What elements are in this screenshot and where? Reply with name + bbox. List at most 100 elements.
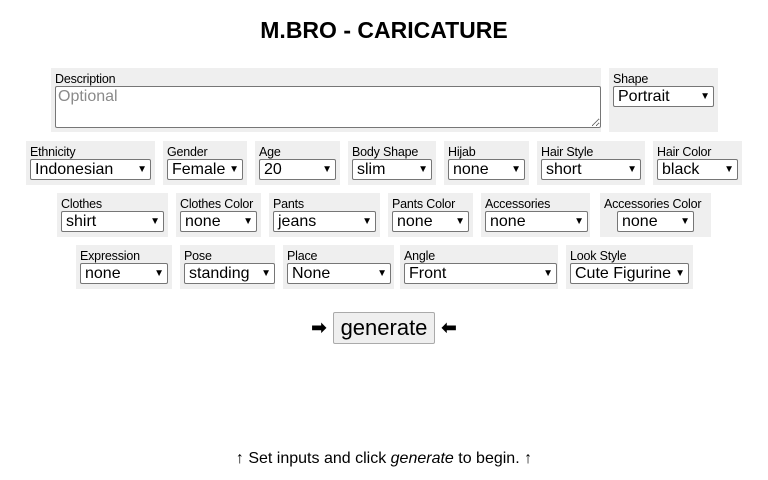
chevron-down-icon: ▼ xyxy=(418,164,428,175)
body-shape-label: Body Shape xyxy=(352,145,419,159)
chevron-down-icon: ▼ xyxy=(574,216,584,227)
accessories-value: none xyxy=(490,212,526,230)
arrow-right-icon: ➡ xyxy=(311,317,327,338)
pose-label: Pose xyxy=(184,249,212,263)
place-value: None xyxy=(292,264,331,282)
ethnicity-value: Indonesian xyxy=(35,160,114,178)
chevron-down-icon: ▼ xyxy=(543,268,553,279)
look-style-select[interactable]: Cute Figurine▼ xyxy=(570,263,689,284)
accessories-label: Accessories xyxy=(485,197,551,211)
chevron-down-icon: ▼ xyxy=(362,216,372,227)
chevron-down-icon: ▼ xyxy=(150,216,160,227)
chevron-down-icon: ▼ xyxy=(243,216,253,227)
description-group: Description xyxy=(51,68,601,132)
shape-group: Shape Portrait ▼ xyxy=(609,68,718,132)
angle-label: Angle xyxy=(404,249,435,263)
pants-color-value: none xyxy=(397,212,433,230)
clothes-value: shirt xyxy=(66,212,97,230)
chevron-down-icon: ▼ xyxy=(137,164,147,175)
accessories-color-select[interactable]: none ▼ xyxy=(617,211,694,232)
ethnicity-label: Ethnicity xyxy=(30,145,76,159)
hair-style-label: Hair Style xyxy=(541,145,594,159)
shape-label: Shape xyxy=(613,72,649,86)
description-label: Description xyxy=(55,72,116,86)
hair-color-value: black xyxy=(662,160,700,178)
look-style-value: Cute Figurine xyxy=(575,264,672,282)
gender-label: Gender xyxy=(167,145,208,159)
shape-value: Portrait xyxy=(618,87,670,105)
body-shape-value: slim xyxy=(357,160,386,178)
description-input[interactable] xyxy=(55,86,601,128)
place-label: Place xyxy=(287,249,318,263)
expression-value: none xyxy=(85,264,121,282)
pants-label: Pants xyxy=(273,197,304,211)
chevron-down-icon: ▼ xyxy=(511,164,521,175)
arrow-left-icon: ⬅ xyxy=(441,317,457,338)
chevron-down-icon: ▼ xyxy=(154,268,164,279)
chevron-down-icon: ▼ xyxy=(377,268,387,279)
clothes-color-select[interactable]: none ▼ xyxy=(180,211,257,232)
angle-select[interactable]: Front ▼ xyxy=(404,263,557,284)
chevron-down-icon: ▼ xyxy=(700,91,710,102)
clothes-select[interactable]: shirt ▼ xyxy=(61,211,164,232)
hijab-select[interactable]: none ▼ xyxy=(448,159,525,180)
accessories-color-value: none xyxy=(622,212,658,230)
hair-style-value: short xyxy=(546,160,582,178)
hijab-value: none xyxy=(453,160,489,178)
age-value: 20 xyxy=(264,160,282,178)
ethnicity-select[interactable]: Indonesian ▼ xyxy=(30,159,151,180)
shape-select[interactable]: Portrait ▼ xyxy=(613,86,714,107)
age-select[interactable]: 20 ▼ xyxy=(259,159,336,180)
chevron-down-icon: ▼ xyxy=(322,164,332,175)
body-shape-select[interactable]: slim ▼ xyxy=(352,159,432,180)
status-message: ↑ Set inputs and click generate to begin… xyxy=(235,450,533,467)
pose-value: standing xyxy=(189,264,250,282)
chevron-down-icon: ▼ xyxy=(455,216,465,227)
hair-color-label: Hair Color xyxy=(657,145,712,159)
pose-select[interactable]: standing ▼ xyxy=(184,263,275,284)
place-select[interactable]: None ▼ xyxy=(287,263,391,284)
clothes-color-label: Clothes Color xyxy=(180,197,254,211)
chevron-down-icon: ▼ xyxy=(261,268,271,279)
hair-style-select[interactable]: short▼ xyxy=(541,159,641,180)
hair-color-select[interactable]: black▼ xyxy=(657,159,738,180)
pants-color-select[interactable]: none ▼ xyxy=(392,211,469,232)
clothes-label: Clothes xyxy=(61,197,102,211)
look-style-label: Look Style xyxy=(570,249,627,263)
clothes-color-value: none xyxy=(185,212,221,230)
chevron-down-icon: ▼ xyxy=(680,216,690,227)
expression-label: Expression xyxy=(80,249,140,263)
angle-value: Front xyxy=(409,264,447,282)
gender-value: Female xyxy=(172,160,226,178)
pants-value: jeans xyxy=(278,212,317,230)
expression-select[interactable]: none ▼ xyxy=(80,263,168,284)
gender-select[interactable]: Female▼ xyxy=(167,159,243,180)
pants-color-label: Pants Color xyxy=(392,197,456,211)
generate-button[interactable]: generate xyxy=(332,312,436,344)
chevron-down-icon: ▼ xyxy=(675,268,685,279)
chevron-down-icon: ▼ xyxy=(229,164,239,175)
generate-row: ➡ generate ⬅ xyxy=(0,312,768,344)
accessories-select[interactable]: none ▼ xyxy=(485,211,588,232)
pants-select[interactable]: jeans ▼ xyxy=(273,211,376,232)
page-title: M.BRO - CARICATURE xyxy=(260,17,508,43)
hijab-label: Hijab xyxy=(448,145,476,159)
